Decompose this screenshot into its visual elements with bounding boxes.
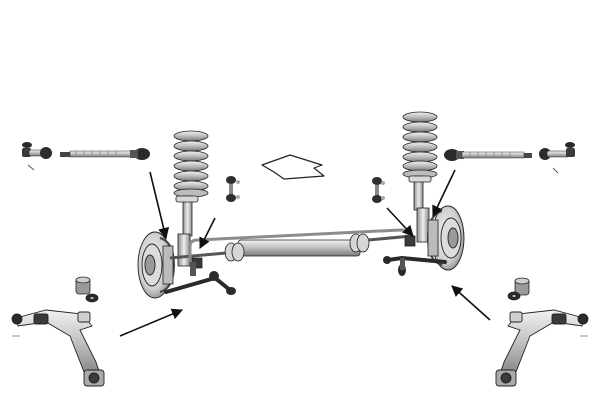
stabilizer-link-right-icon	[372, 177, 385, 203]
tie-rod-right-icon	[444, 149, 532, 161]
tie-rod-end-left-icon	[22, 142, 52, 171]
direction-arrow-icon	[261, 154, 325, 180]
lower-link-left-icon	[164, 262, 236, 295]
arrow-to-right-link	[386, 207, 414, 237]
arrow-to-right-knuckle	[432, 169, 456, 218]
control-arm-right-icon	[495, 309, 589, 387]
arrow-to-left-knuckle	[149, 171, 170, 240]
coil-spring-left-icon	[173, 130, 209, 198]
coil-spring-right-icon	[402, 111, 438, 179]
control-arm-left-icon	[11, 309, 105, 387]
bushing-left-icon	[75, 276, 99, 303]
stabilizer-link-left-icon	[226, 176, 240, 202]
tie-rod-end-right-icon	[539, 142, 575, 174]
arrow-to-right-lower-arm	[451, 285, 491, 321]
shock-absorber-right-icon	[408, 175, 432, 243]
lower-link-right-icon	[383, 255, 447, 276]
brake-disc-right-icon	[426, 205, 465, 271]
arrow-to-left-lower-arm	[119, 308, 184, 337]
tie-rod-left-icon	[60, 148, 150, 160]
brake-disc-left-icon	[137, 231, 176, 299]
arrow-to-left-link	[199, 217, 216, 250]
bushing-right-icon	[507, 277, 530, 301]
